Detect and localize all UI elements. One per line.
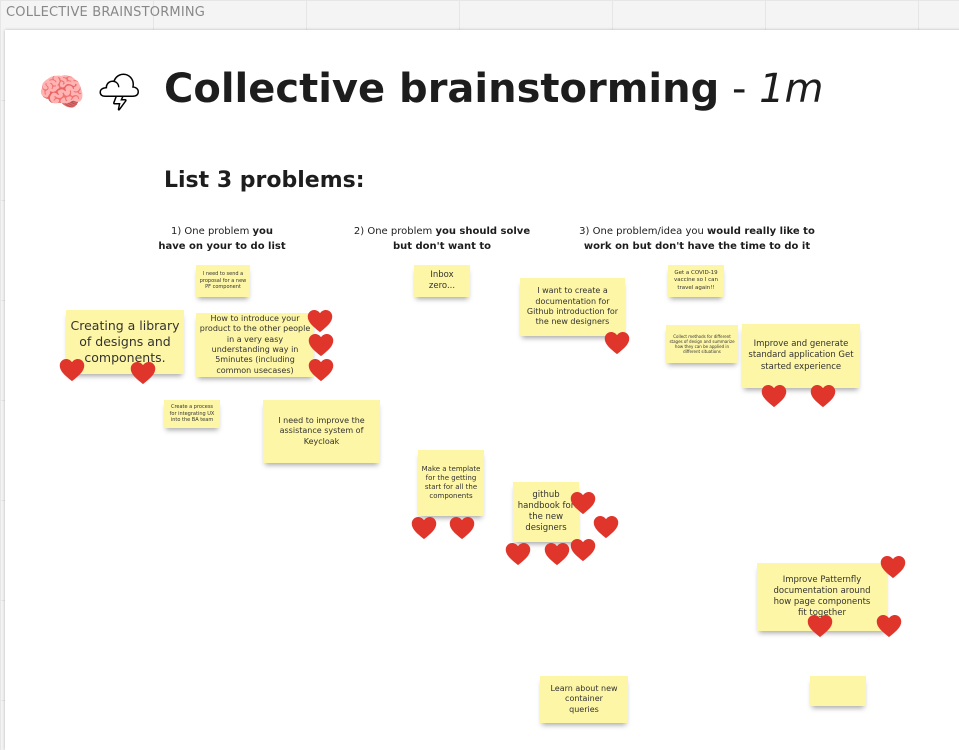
column-header-3: 3) One problem/idea you would really lik… (579, 226, 815, 252)
heart-reaction-icon[interactable] (603, 329, 631, 357)
heart-reaction-icon[interactable] (879, 553, 907, 581)
sticky-note-empty[interactable] (810, 676, 866, 706)
page-title: Collective brainstorming - 1m (164, 66, 824, 112)
sticky-note[interactable]: I need to send a proposal for a new PF c… (196, 265, 250, 297)
sticky-note[interactable]: Create a process for integrating UX into… (164, 400, 220, 428)
frame-label: COLLECTIVE BRAINSTORMING (6, 5, 206, 20)
brain-emoji-icon: 🧠 (38, 70, 86, 114)
heart-reaction-icon[interactable] (543, 540, 571, 568)
sticky-note[interactable]: Improve Patternfly documentation around … (757, 563, 887, 631)
heart-reaction-icon[interactable] (410, 514, 438, 542)
heart-reaction-icon[interactable] (592, 513, 620, 541)
heart-reaction-icon[interactable] (809, 382, 837, 410)
heart-reaction-icon[interactable] (448, 514, 476, 542)
sticky-note[interactable]: I want to create a documentation for Git… (520, 278, 625, 336)
heart-reaction-icon[interactable] (58, 356, 86, 384)
sticky-note[interactable]: github handbook for the new designers (513, 482, 579, 542)
heart-reaction-icon[interactable] (307, 331, 335, 359)
heart-reaction-icon[interactable] (129, 359, 157, 387)
heart-reaction-icon[interactable] (306, 307, 334, 335)
heart-reaction-icon[interactable] (569, 489, 597, 517)
sticky-note[interactable]: Get a COVID-19 vaccine so I can travel a… (668, 265, 724, 297)
storm-cloud-emoji-icon: 🌩 (95, 70, 144, 114)
sticky-note[interactable]: How to introduce your product to the oth… (196, 313, 314, 377)
sticky-note[interactable]: Inbox zero... (414, 265, 470, 297)
sticky-note[interactable]: Make a template for the getting start fo… (418, 450, 484, 516)
heart-reaction-icon[interactable] (504, 540, 532, 568)
subtitle: List 3 problems: (164, 168, 365, 193)
heart-reaction-icon[interactable] (806, 612, 834, 640)
sticky-note[interactable]: Learn about new container queries (540, 676, 628, 723)
heart-reaction-icon[interactable] (307, 356, 335, 384)
heart-reaction-icon[interactable] (875, 612, 903, 640)
sticky-note[interactable]: Improve and generate standard applicatio… (742, 324, 860, 388)
sticky-note[interactable]: I need to improve the assistance system … (263, 400, 380, 463)
sticky-note[interactable]: Collect methods for different stages of … (666, 325, 738, 363)
heart-reaction-icon[interactable] (569, 536, 597, 564)
sticky-note[interactable]: Creating a library of designs and compon… (66, 310, 184, 374)
heart-reaction-icon[interactable] (760, 382, 788, 410)
